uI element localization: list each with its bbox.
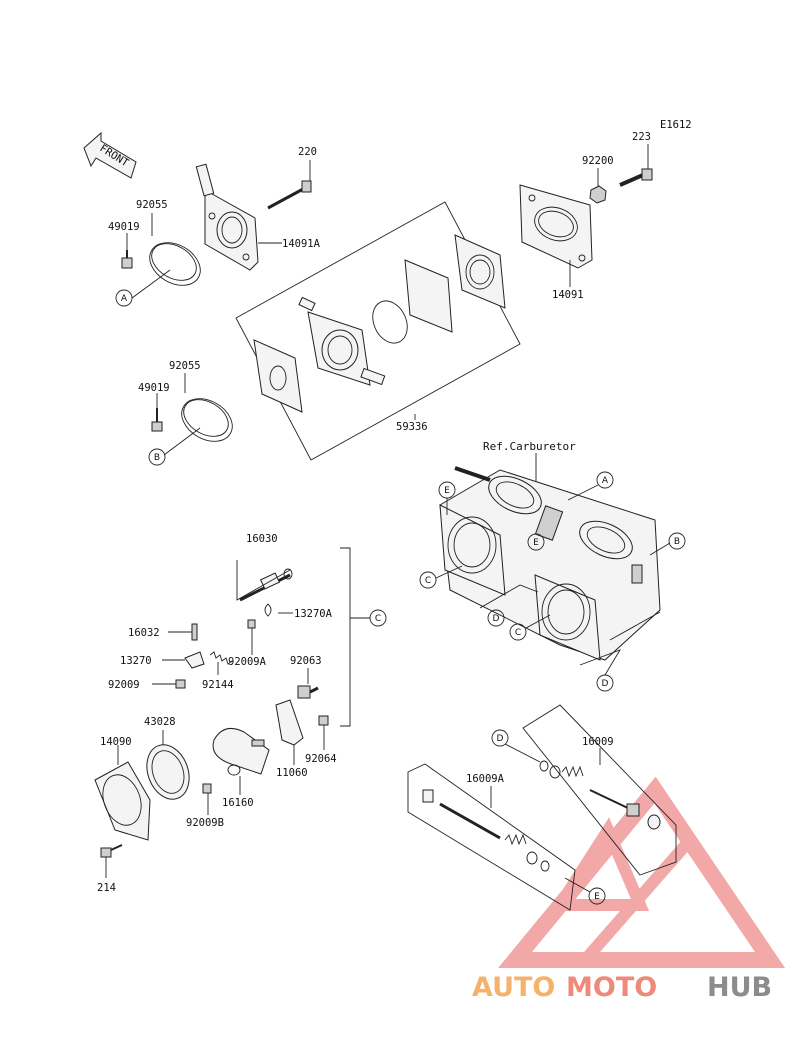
group-c-bracket [340,547,351,727]
part-92009-label: 92009 [108,679,140,691]
callout-a-circle [596,471,614,489]
kit-16009-frame [522,704,677,876]
watermark-part3: HUB [707,972,772,1003]
callout-c-circle [369,609,387,627]
callout-b-circle [668,532,686,550]
callout-b-left: B [154,453,160,463]
housing-16160-icon [212,727,270,776]
callout-c-carb-2: C [515,628,521,638]
callout-c-group: C [375,614,381,624]
ref-carburetor-label: Ref.Carburetor [483,440,576,453]
screw-49019-b-icon [151,408,163,432]
part-14090-label: 14090 [100,736,132,748]
callout-c-circle [509,623,527,641]
callout-d-circle [487,609,505,627]
callout-d-circle [491,729,509,747]
part-214-label: 214 [97,882,116,894]
gasket-92055-a-icon [149,242,201,286]
part-49019-a-label: 49019 [108,221,140,233]
part-220-label: 220 [298,146,317,158]
part-92063-label: 92063 [290,655,322,667]
watermark-text: AUTO MOTO HUB [472,972,772,1003]
callout-e-screw: E [594,892,600,902]
callout-e-circle [527,533,545,551]
callout-e-circle [588,887,606,905]
screw-92064-icon [318,715,329,726]
watermark-part1: AUTO [472,972,555,1003]
callout-d-carb-2: D [602,679,609,689]
part-13270a-label: 13270A [294,608,333,620]
screw-92009b-icon [202,783,212,794]
watermark-part2: MOTO [566,972,657,1003]
kit-59336-parts-drawing [253,234,506,413]
screw-49019-a-icon [121,250,133,269]
part-92064-label: 92064 [305,753,337,765]
screw-92009a-icon [247,619,256,629]
front-arrow-icon: FRONT [83,131,137,179]
part-92055-a-label: 92055 [136,199,168,211]
adjusting-screw-16009-icon [539,760,661,830]
part-14091a-drawing [195,163,259,271]
part-92144-label: 92144 [202,679,234,691]
kit-59336-frame [235,201,521,461]
gasket-11060-icon [275,699,304,746]
callout-a-circle [115,289,133,307]
callout-c-carb-1: C [425,576,431,586]
watermark-logo-icon [498,776,786,968]
callout-a-left: A [121,294,128,304]
part-223-label: 223 [632,131,651,143]
callout-b-right: B [674,537,680,547]
screw-220-icon [267,180,312,210]
part-16009-label: 16009 [582,736,614,748]
part-14091-label: 14091 [552,289,584,301]
adjusting-screw-16009a-icon [422,789,550,872]
callout-b-circle [148,448,166,466]
carburetor-assembly-drawing [439,466,661,661]
pin-16032-icon [191,623,198,641]
part-14091-drawing [519,184,593,269]
callout-a-right: A [602,476,609,486]
callout-d-screw: D [497,734,504,744]
part-16030-label: 16030 [246,533,278,545]
part-13270-label: 13270 [120,655,152,667]
screw-92009-icon [175,679,186,689]
screw-92063-icon [297,685,319,699]
nut-92200-icon [589,185,607,204]
part-92200-label: 92200 [582,155,614,167]
part-92055-b-label: 92055 [169,360,201,372]
cover-14090-icon [94,761,151,841]
diaphragm-43028-icon [146,744,190,800]
clip-13270a-icon [264,603,272,617]
part-92009b-label: 92009B [186,817,224,829]
callout-d-carb-1: D [493,614,500,624]
callout-e-carb-1: E [444,486,450,496]
gasket-92055-b-icon [181,398,233,442]
part-14091a-label: 14091A [282,238,321,250]
part-16160-label: 16160 [222,797,254,809]
diagram-code: E1612 [660,119,692,131]
lever-13270-icon [184,651,205,669]
kit-16009a-frame [407,763,576,911]
part-92009a-label: 92009A [228,656,267,668]
bolt-223-icon [619,168,653,187]
spring-92144-icon [209,651,233,665]
callout-c-circle [419,571,437,589]
part-16009a-label: 16009A [466,773,505,785]
part-11060-label: 11060 [276,767,308,779]
part-59336-label: 59336 [396,421,428,433]
screw-214-icon [100,844,123,858]
part-43028-label: 43028 [144,716,176,728]
callout-e-carb-2: E [533,538,539,548]
part-49019-b-label: 49019 [138,382,170,394]
part-16032-label: 16032 [128,627,160,639]
